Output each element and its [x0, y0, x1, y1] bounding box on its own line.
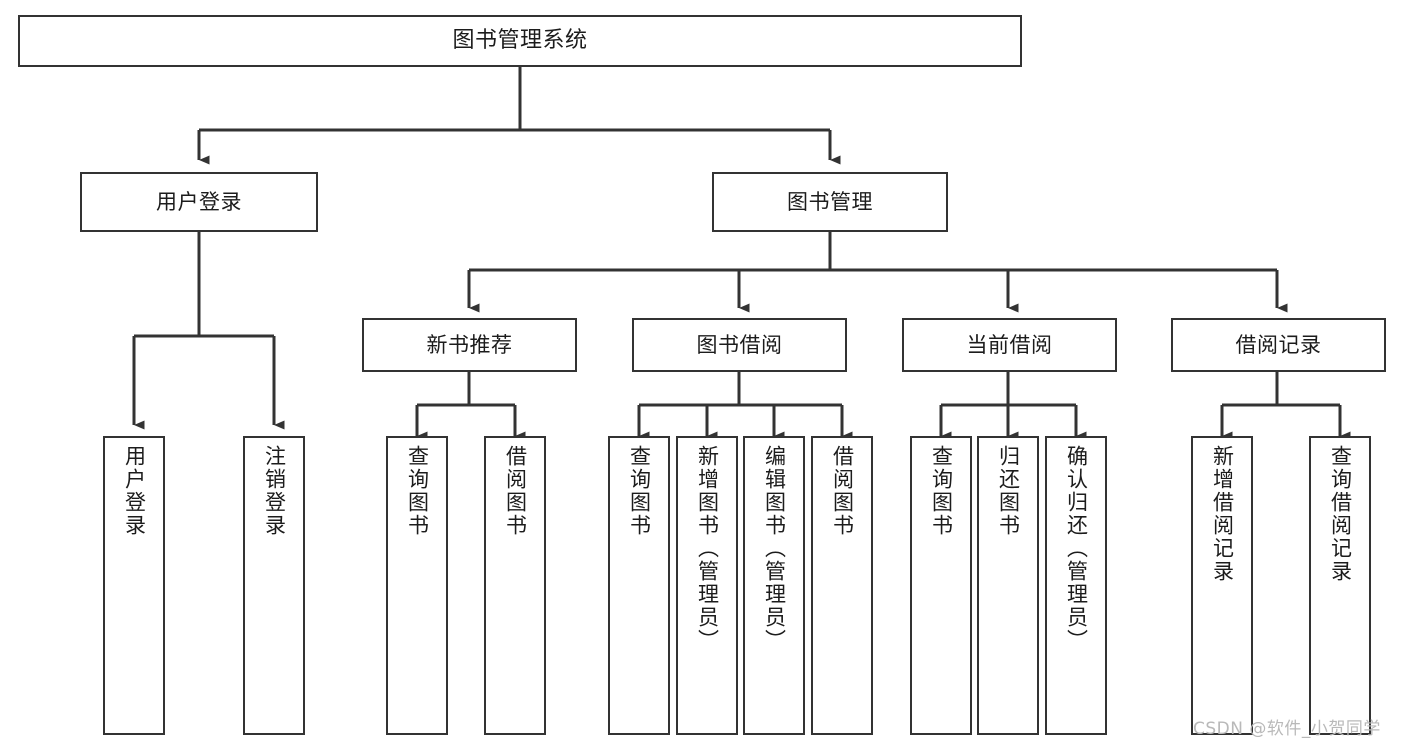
node-label: 注销登录	[262, 445, 287, 537]
node-label: 用户登录	[122, 445, 147, 537]
node-leaf-query-book-3[interactable]: 查询图书	[910, 436, 972, 735]
node-label: 图书管理	[787, 189, 873, 214]
node-label: 用户登录	[156, 189, 242, 214]
node-label: 编辑图书（管理员）	[762, 445, 787, 652]
node-label: 归还图书	[996, 445, 1021, 537]
node-label: 当前借阅	[966, 332, 1053, 357]
node-leaf-edit-book[interactable]: 编辑图书（管理员）	[743, 436, 805, 735]
node-current-borrow[interactable]: 当前借阅	[902, 318, 1117, 372]
node-label: 图书借阅	[696, 332, 783, 357]
node-book-borrow[interactable]: 图书借阅	[632, 318, 847, 372]
node-label: 查询图书	[627, 445, 652, 537]
node-label: 新增图书（管理员）	[695, 445, 720, 652]
node-label: 借阅图书	[830, 445, 855, 537]
node-label: 确认归还（管理员）	[1064, 445, 1089, 652]
node-borrow-record[interactable]: 借阅记录	[1171, 318, 1386, 372]
node-label: 借阅图书	[503, 445, 528, 537]
node-leaf-user-login[interactable]: 用户登录	[103, 436, 165, 735]
node-label: 新书推荐	[426, 332, 513, 357]
node-user-login[interactable]: 用户登录	[80, 172, 318, 232]
node-label: 查询图书	[405, 445, 430, 537]
node-leaf-query-book-1[interactable]: 查询图书	[386, 436, 448, 735]
node-leaf-query-book-2[interactable]: 查询图书	[608, 436, 670, 735]
node-leaf-add-book[interactable]: 新增图书（管理员）	[676, 436, 738, 735]
node-leaf-borrow-book-2[interactable]: 借阅图书	[811, 436, 873, 735]
node-leaf-return-book[interactable]: 归还图书	[977, 436, 1039, 735]
node-label: 查询借阅记录	[1328, 445, 1353, 583]
node-leaf-query-record[interactable]: 查询借阅记录	[1309, 436, 1371, 735]
node-new-book-recommend[interactable]: 新书推荐	[362, 318, 577, 372]
node-label: 图书管理系统	[452, 28, 588, 54]
node-leaf-borrow-book-1[interactable]: 借阅图书	[484, 436, 546, 735]
node-label: 新增借阅记录	[1210, 445, 1235, 583]
node-book-management[interactable]: 图书管理	[712, 172, 948, 232]
node-root-book-management-system[interactable]: 图书管理系统	[18, 15, 1022, 67]
node-leaf-confirm-return[interactable]: 确认归还（管理员）	[1045, 436, 1107, 735]
node-leaf-logout-login[interactable]: 注销登录	[243, 436, 305, 735]
node-label: 借阅记录	[1235, 332, 1322, 357]
node-label: 查询图书	[929, 445, 954, 537]
node-leaf-add-record[interactable]: 新增借阅记录	[1191, 436, 1253, 735]
